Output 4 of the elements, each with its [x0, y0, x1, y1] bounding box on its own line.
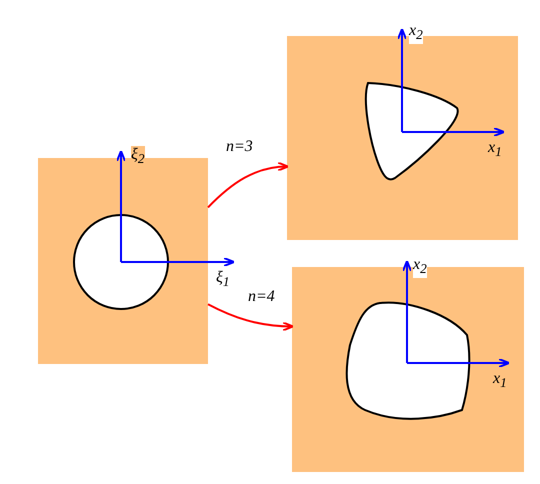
arrow	[207, 162, 289, 208]
arrow	[208, 303, 294, 332]
hole-outline	[345, 301, 471, 421]
hole-outline	[73, 214, 169, 310]
